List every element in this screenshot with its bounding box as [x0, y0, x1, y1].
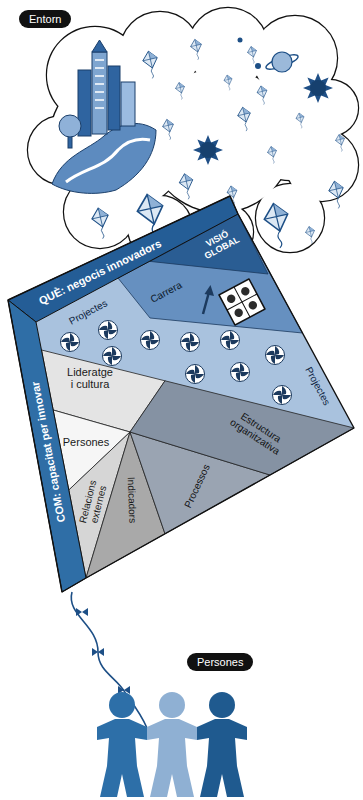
region-label: Indicadors — [126, 477, 139, 523]
region-label: Projectes — [67, 297, 109, 326]
leadership-wedge: Lideratge i cultura — [41, 350, 165, 432]
region-label: COM: capacitat per innovar — [29, 381, 67, 524]
processes-wedge: Processos — [130, 432, 270, 534]
region-label: Estructura organitzativa — [227, 406, 289, 457]
people-figures — [97, 692, 247, 797]
main-kite — [8, 196, 354, 592]
region-label: Persones — [63, 436, 109, 448]
region-label: Lideratge i cultura — [66, 366, 114, 390]
projects-band: ProjectesProjectes — [36, 214, 354, 428]
scope-pill: Entorn — [19, 10, 71, 28]
career-arrow — [203, 285, 214, 314]
kite-string — [71, 592, 147, 728]
que-band-shape — [8, 196, 238, 322]
city-illustration — [52, 40, 156, 193]
pill-label: Persones — [197, 655, 243, 669]
region-label: Carrera — [148, 279, 183, 305]
relations-wedge: Relacions externes — [65, 432, 130, 578]
indicators-wedge: Indicadors — [86, 432, 165, 578]
region-label: QUÈ: negocis innovadors — [37, 237, 163, 307]
pill-label: Entorn — [29, 12, 61, 26]
region-label: VISIÓ GLOBAL — [198, 226, 243, 262]
vision-panel: VISIÓ GLOBAL — [150, 214, 270, 276]
career-panel: Carrera — [118, 214, 303, 334]
sky-symbols — [193, 38, 333, 166]
region-label: Projectes — [303, 365, 332, 407]
people-pill: Persones — [187, 653, 253, 671]
career-matrix — [219, 279, 265, 325]
structure-wedge: Estructura organitzativa — [130, 380, 354, 477]
region-label: Relacions externes — [77, 477, 110, 529]
fan-wedges — [42, 350, 355, 578]
que-band: QUÈ: negocis innovadors — [8, 196, 238, 322]
people-wedge: Persones — [53, 410, 130, 490]
region-label: Processos — [182, 463, 212, 510]
kite-outline — [8, 196, 354, 592]
